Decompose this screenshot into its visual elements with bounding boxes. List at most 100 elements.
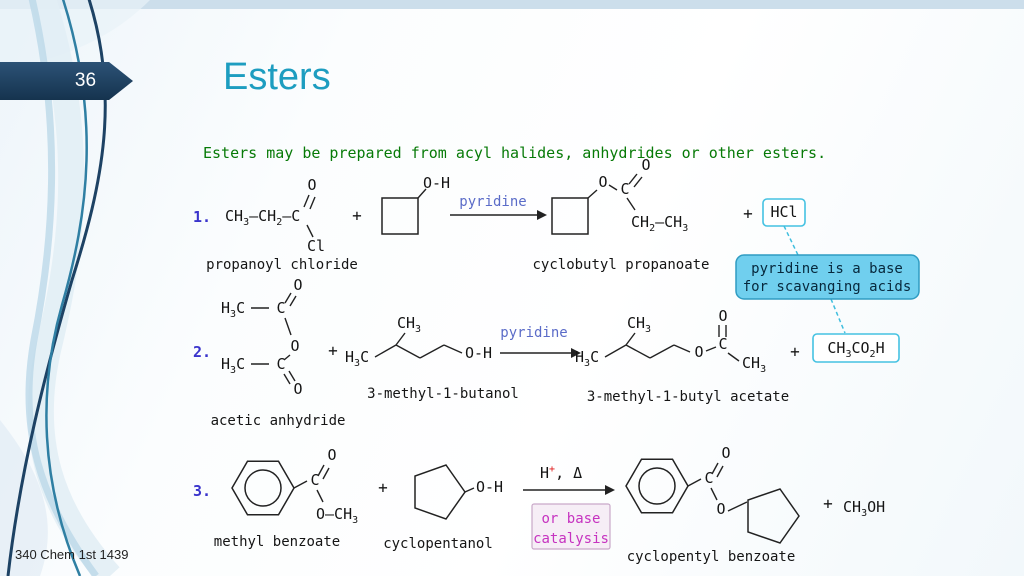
atom-oxygen: O	[641, 156, 650, 174]
bond	[727, 501, 748, 512]
atom-carbon: C	[276, 355, 285, 373]
structure-cyclopentanol: O-H cyclopentanol	[383, 464, 503, 552]
bond	[316, 489, 324, 503]
reaction-2: 2. H3C C O O H3C C O acetic anhydride +	[193, 276, 900, 429]
reaction-condition: pyridine	[459, 194, 526, 210]
plus-sign: +	[352, 206, 362, 225]
byproduct-hcl: HCl	[762, 198, 806, 227]
molecule-name: cyclopentyl benzoate	[627, 549, 796, 565]
benzene-ring	[625, 458, 689, 514]
reaction-diagram: 1. CH3–CH2–C O Cl propanoyl chloride + O…	[193, 156, 920, 565]
atom-oxygen: O	[716, 500, 725, 518]
callout-connector	[783, 225, 799, 256]
hydroxyl-group: O-H	[476, 478, 503, 496]
atom-carbon: C	[704, 469, 713, 487]
bond	[716, 465, 724, 478]
formula-ethyl-chain: CH2–CH3	[631, 213, 688, 234]
callout-connector	[830, 298, 846, 334]
atom-oxygen: O	[290, 337, 299, 355]
condition-delta: , Δ	[555, 464, 582, 482]
atom-chlorine: Cl	[307, 237, 325, 255]
plus-sign: +	[823, 494, 833, 513]
structure-propanoyl-chloride: CH3–CH2–C O Cl propanoyl chloride	[206, 176, 358, 273]
bond	[419, 344, 445, 359]
reaction-condition: H+, Δ	[540, 464, 582, 482]
reaction-arrow-1: pyridine	[450, 194, 547, 220]
reaction-1: 1. CH3–CH2–C O Cl propanoyl chloride + O…	[193, 156, 806, 273]
arrow-head	[537, 210, 547, 220]
reaction-arrow-2: pyridine	[500, 325, 581, 358]
bond	[303, 194, 310, 208]
structure-cyclopentyl-benzoate: C O O cyclopentyl benzoate	[625, 444, 800, 565]
bond	[288, 370, 296, 382]
structure-3-methyl-1-butanol: CH3 H3C O-H 3-methyl-1-butanol	[345, 314, 519, 402]
hydroxyl-group: O-H	[465, 344, 492, 362]
callout-line: for scavanging acids	[743, 279, 912, 295]
bond	[395, 332, 406, 346]
atom-carbon: C	[310, 471, 319, 489]
atom-oxygen: O	[718, 307, 727, 325]
atom-oxygen: O	[327, 446, 336, 464]
intro-text: Esters may be prepared from acyl halides…	[203, 144, 827, 162]
slide-number-badge: 36	[0, 62, 133, 100]
condition-alt-line: or base	[541, 511, 600, 527]
atom-oxygen: O	[293, 276, 302, 294]
benzene-circle	[638, 467, 676, 505]
cyclopentane-ring	[747, 488, 800, 544]
bond	[284, 317, 292, 336]
byproduct-formula: CH3CO2H	[827, 339, 884, 360]
decor-curve-wide	[27, 0, 120, 576]
bond	[626, 197, 636, 211]
callout-line: pyridine is a base	[751, 261, 903, 277]
bond	[625, 332, 636, 346]
molecule-name: propanoyl chloride	[206, 257, 358, 273]
bond	[633, 176, 643, 188]
bond	[711, 462, 719, 475]
bond	[464, 487, 475, 493]
cyclobutane-ring	[381, 197, 419, 235]
molecule-name: cyclopentanol	[383, 536, 493, 552]
molecule-name: methyl benzoate	[214, 534, 340, 550]
reaction-number: 2.	[193, 343, 211, 361]
reaction-arrow-3: H+, Δ or base catalysis	[523, 464, 615, 550]
page-title: Esters	[223, 56, 331, 98]
decor-corner-fill	[0, 0, 150, 70]
arrow-head	[605, 485, 615, 495]
cyclopentane-ring	[414, 464, 466, 520]
callout-box	[735, 254, 920, 300]
bond	[284, 292, 292, 304]
bond	[649, 344, 675, 359]
bond	[710, 487, 718, 501]
molecule-name: acetic anhydride	[211, 413, 346, 429]
benzene-ring	[231, 460, 295, 516]
bond	[443, 344, 463, 354]
formula-methyl: H3C	[221, 355, 245, 376]
molecule-name: 3-methyl-1-butyl acetate	[587, 389, 789, 405]
atom-oxygen: O	[694, 343, 703, 361]
reaction-number: 3.	[193, 482, 211, 500]
condition-alt-box	[531, 503, 611, 550]
plus-sign: +	[378, 478, 388, 497]
structure-3-methyl-1-butyl-acetate: CH3 H3C O C O CH3 3-methyl-1-butyl aceta…	[575, 307, 789, 405]
molecule-name: 3-methyl-1-butanol	[367, 386, 519, 402]
condition-h: H	[540, 464, 549, 482]
structure-cyclobutyl-propanoate: O C O CH2–CH3 cyclobutyl propanoate	[532, 156, 709, 273]
structure-acetic-anhydride: H3C C O O H3C C O acetic anhydride	[211, 276, 346, 429]
atom-oxygen: O	[598, 173, 607, 191]
atom-carbon: C	[620, 180, 629, 198]
condition-plus-superscript: +	[549, 464, 555, 475]
bond	[317, 464, 325, 477]
reaction-3: 3. C O O–CH3 methyl benzoate + O-H cyclo…	[193, 444, 885, 565]
condition-alt-line: catalysis	[533, 531, 609, 547]
callout-pyridine-base: pyridine is a base for scavanging acids	[735, 225, 920, 334]
hydroxyl-group: O-H	[423, 174, 450, 192]
bond	[705, 346, 717, 352]
byproduct-formula: HCl	[770, 203, 797, 221]
cyclobutane-ring	[551, 197, 589, 235]
bond	[628, 173, 638, 185]
formula-methyl: H3C	[575, 348, 599, 369]
bond	[727, 352, 740, 362]
plus-sign: +	[328, 341, 338, 360]
bond	[374, 344, 397, 358]
